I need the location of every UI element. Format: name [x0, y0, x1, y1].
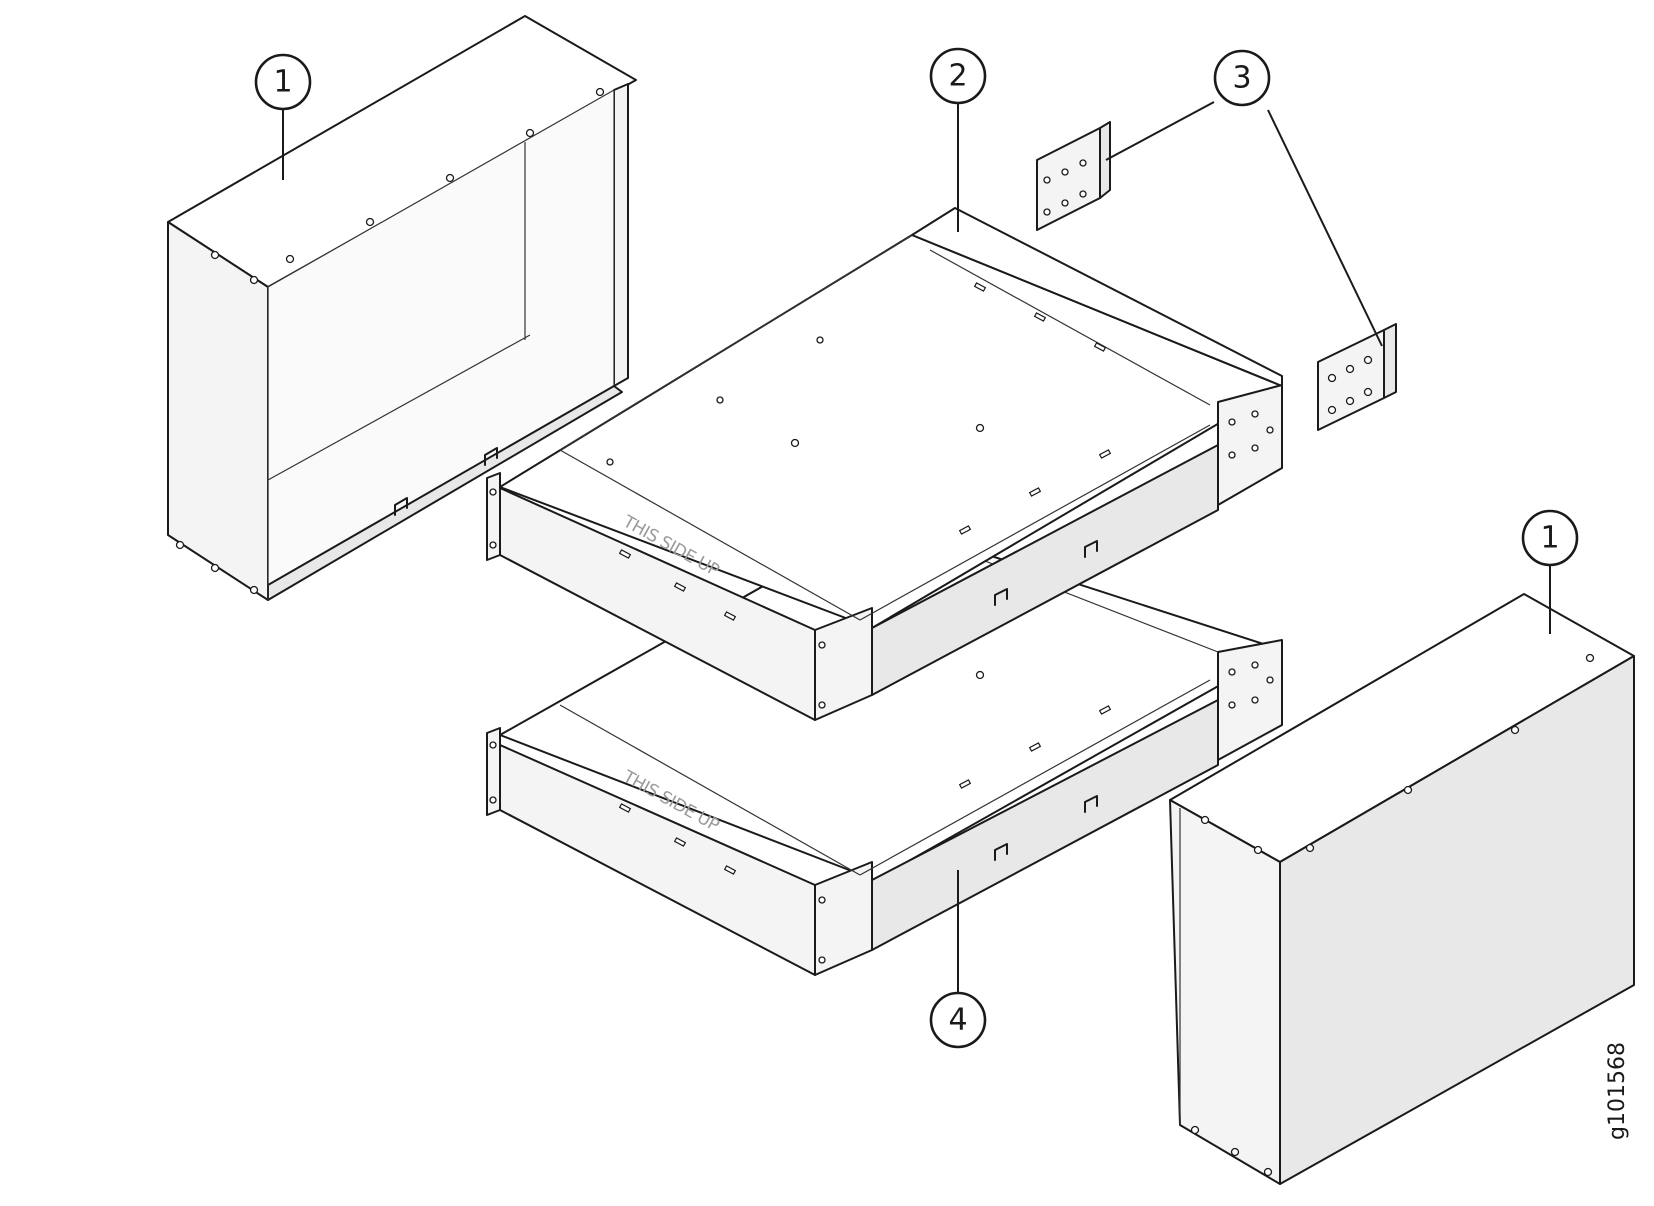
chassis-upper: THIS SIDE UP [486, 207, 1283, 721]
bracket-upper [1036, 121, 1111, 231]
callout-4-label: 4 [948, 1003, 967, 1038]
bracket-lower [1317, 323, 1397, 431]
callout-2-label: 2 [948, 59, 967, 94]
callout-2: 2 [929, 47, 987, 232]
cover-left [167, 15, 637, 601]
callout-3: 3 [1105, 49, 1383, 347]
callout-4: 4 [929, 870, 987, 1049]
cover-right [1169, 593, 1635, 1185]
callout-1-right: 1 [1521, 509, 1579, 634]
callout-1-left-label: 1 [273, 65, 292, 100]
figure-id: g101568 [1605, 1042, 1630, 1140]
callout-1-left: 1 [254, 53, 312, 180]
callout-1-right-label: 1 [1540, 521, 1559, 556]
callout-3-label: 3 [1232, 61, 1251, 96]
